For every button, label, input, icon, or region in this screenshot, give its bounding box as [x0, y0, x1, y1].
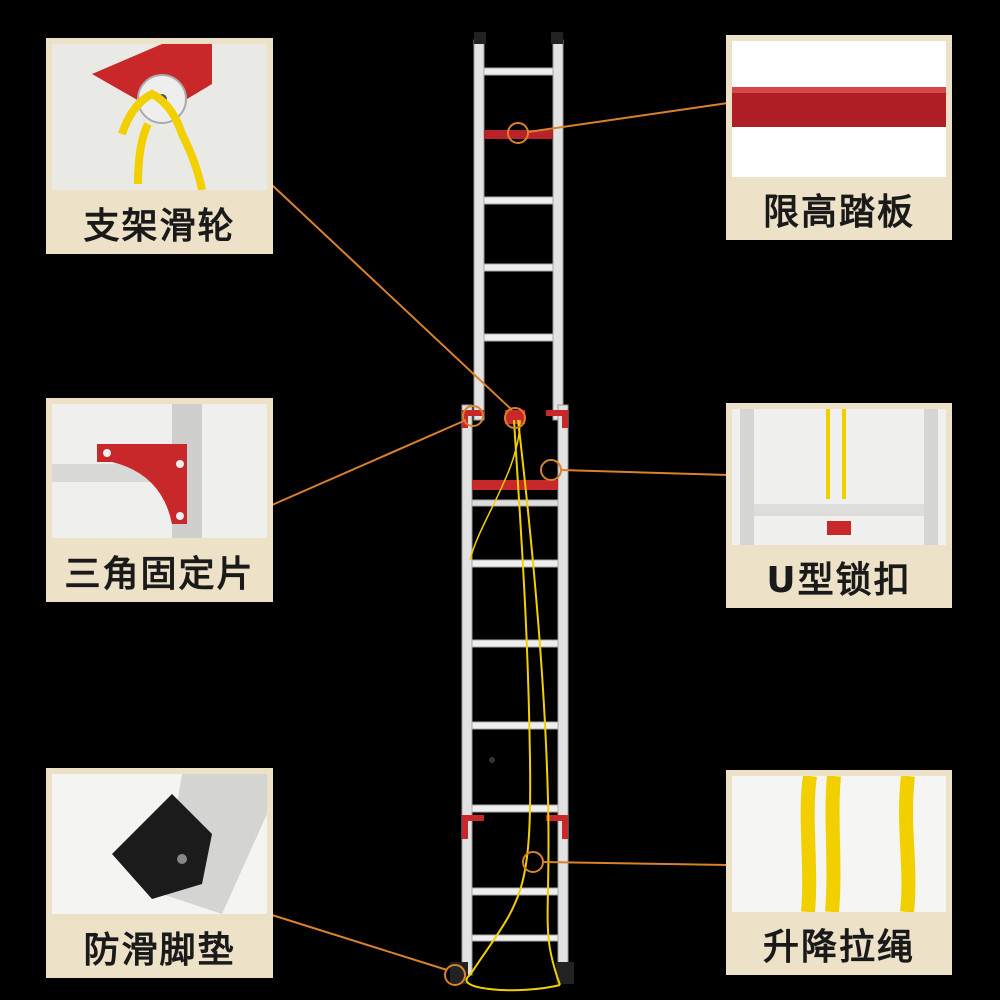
callout-label-rope: 升降拉绳: [762, 927, 915, 968]
triangle-plate-photo: [52, 404, 267, 538]
pulley-icon: [52, 44, 267, 190]
height-limit-step: [484, 130, 553, 139]
callout-label-pulley: 支架滑轮: [83, 206, 236, 247]
height-limit-photo: [732, 41, 946, 177]
callout-pulley: 支架滑轮: [46, 38, 273, 254]
callout-label-u-lock: U型锁扣: [766, 560, 912, 601]
rope-icon: [732, 776, 946, 912]
red-bar-icon: [732, 87, 946, 127]
u-lock-icon: [732, 409, 946, 545]
callout-label-height-limit: 限高踏板: [762, 192, 915, 233]
u-lock-photo: [732, 409, 946, 545]
rope: [465, 419, 561, 992]
callout-rope: 升降拉绳: [726, 770, 952, 975]
callout-height-limit: 限高踏板: [726, 35, 952, 240]
foot-pad-photo: [52, 774, 267, 914]
pulley-photo: [52, 44, 267, 190]
rope-photo: [732, 776, 946, 912]
callout-u-lock: U型锁扣: [726, 403, 952, 608]
leader-lines: [271, 102, 729, 971]
foot-pad-icon: [52, 774, 267, 914]
callout-triangle-plate: 三角固定片: [46, 398, 273, 602]
upper-ladder-section: [473, 32, 564, 421]
callout-foot-pad: 防滑脚垫: [46, 768, 273, 978]
callout-label-foot-pad: 防滑脚垫: [83, 930, 236, 971]
callout-label-triangle-plate: 三角固定片: [64, 554, 255, 595]
bracket-icon: [52, 404, 267, 538]
lower-ladder-section: [450, 404, 574, 984]
